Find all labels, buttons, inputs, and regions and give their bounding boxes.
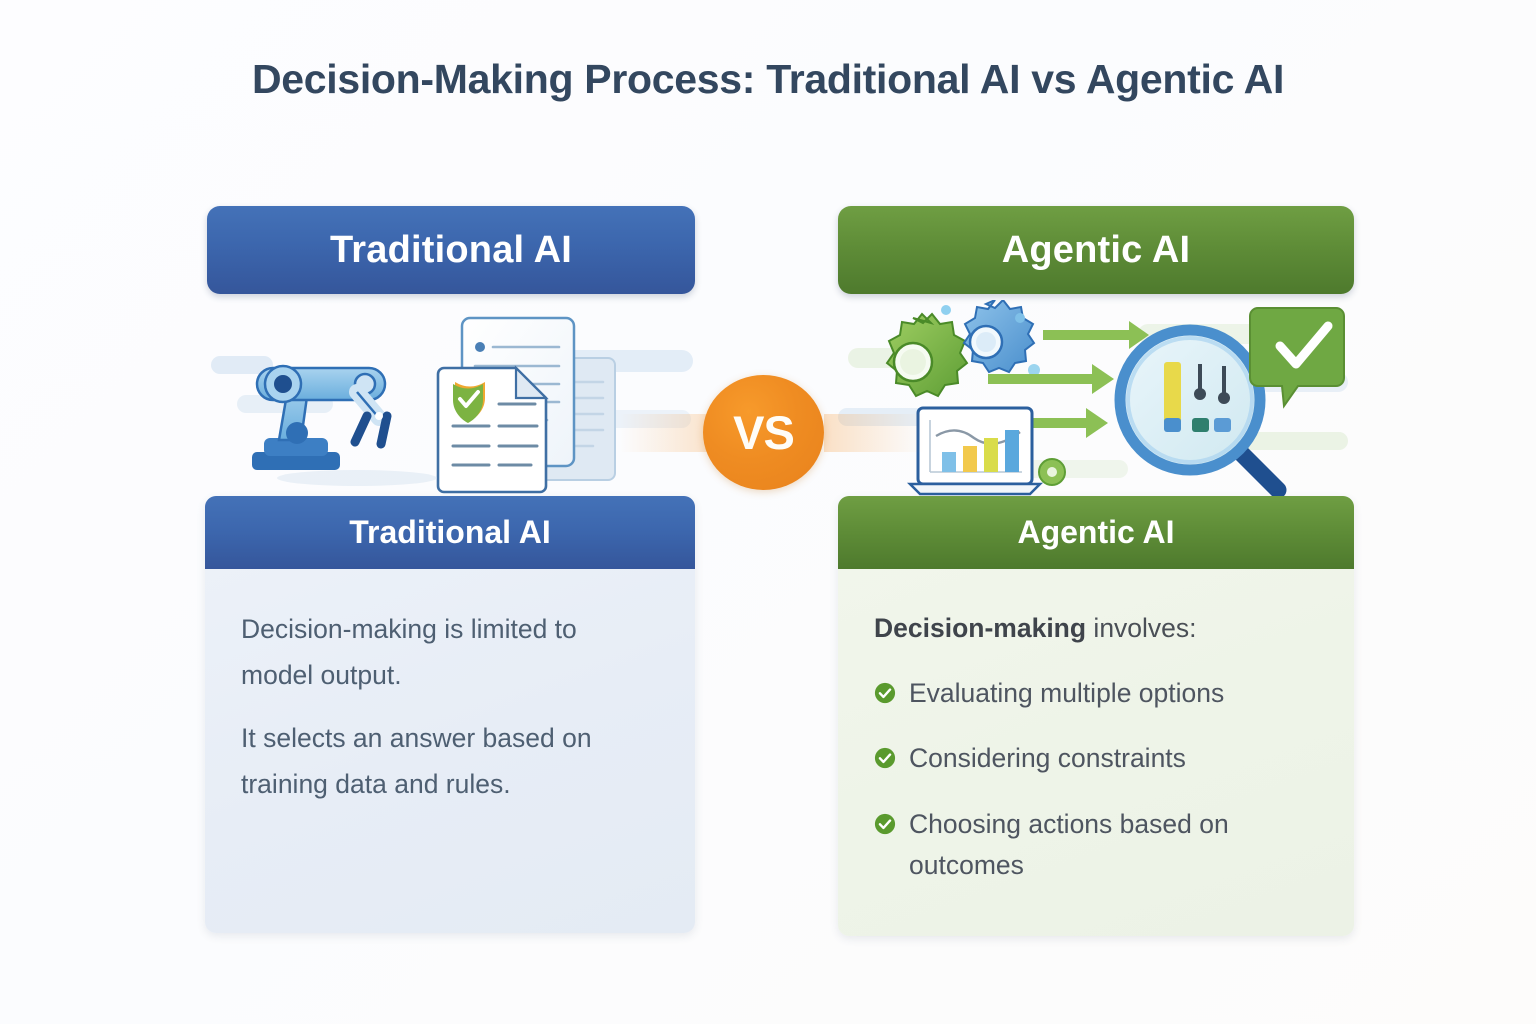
agentic-lead-text: Decision-making involves: (874, 607, 1318, 649)
card-body-agentic-ai: Decision-making involves: Evaluating mul… (838, 569, 1354, 886)
page-title: Decision-Making Process: Traditional AI … (251, 56, 1285, 102)
check-circle-icon (874, 813, 896, 834)
robotic-arm-with-documents-icon (211, 316, 693, 494)
card-header-agentic-ai: Agentic AI (838, 496, 1354, 569)
card-header-agentic-ai-label: Agentic AI (1017, 514, 1175, 550)
card-body-traditional-ai: Decision-making is limited to model outp… (205, 569, 695, 807)
list-item: Choosing actions based on outcomes (874, 804, 1304, 886)
banner-traditional-ai-label: Traditional AI (329, 228, 573, 271)
bullet-label: Considering constraints (909, 743, 1186, 774)
check-circle-icon (874, 748, 896, 769)
traditional-paragraph-1: Decision-making is limited to model outp… (241, 614, 577, 690)
gears-analytics-magnifier-icon (838, 300, 1348, 496)
banner-agentic-ai: Agentic AI (838, 206, 1354, 294)
illustration-traditional-ai (207, 300, 695, 496)
agentic-lead-strong: Decision-making (874, 613, 1087, 643)
vs-badge-label: VS (733, 406, 795, 459)
traditional-paragraph-2: It selects an answer based on training d… (241, 723, 592, 799)
list-item: Considering constraints (874, 738, 1304, 779)
bullet-label: Choosing actions based on outcomes (909, 808, 1229, 880)
bullet-label: Evaluating multiple options (909, 678, 1225, 709)
vs-badge: VS (703, 375, 824, 490)
illustration-agentic-ai (838, 300, 1354, 496)
card-agentic-ai: Agentic AI Decision-making involves: Eva… (838, 496, 1354, 936)
agentic-bullet-list: Evaluating multiple options Considering … (874, 673, 1318, 885)
banner-traditional-ai: Traditional AI (207, 206, 695, 294)
card-traditional-ai: Traditional AI Decision-making is limite… (205, 496, 695, 933)
card-header-traditional-ai-label: Traditional AI (349, 514, 551, 550)
check-circle-icon (874, 683, 896, 704)
agentic-lead-rest: involves: (1086, 613, 1197, 643)
banner-agentic-ai-label: Agentic AI (1001, 228, 1191, 271)
list-item: Evaluating multiple options (874, 673, 1304, 714)
card-header-traditional-ai: Traditional AI (205, 496, 695, 569)
vs-flank-right-decoration (824, 414, 924, 452)
